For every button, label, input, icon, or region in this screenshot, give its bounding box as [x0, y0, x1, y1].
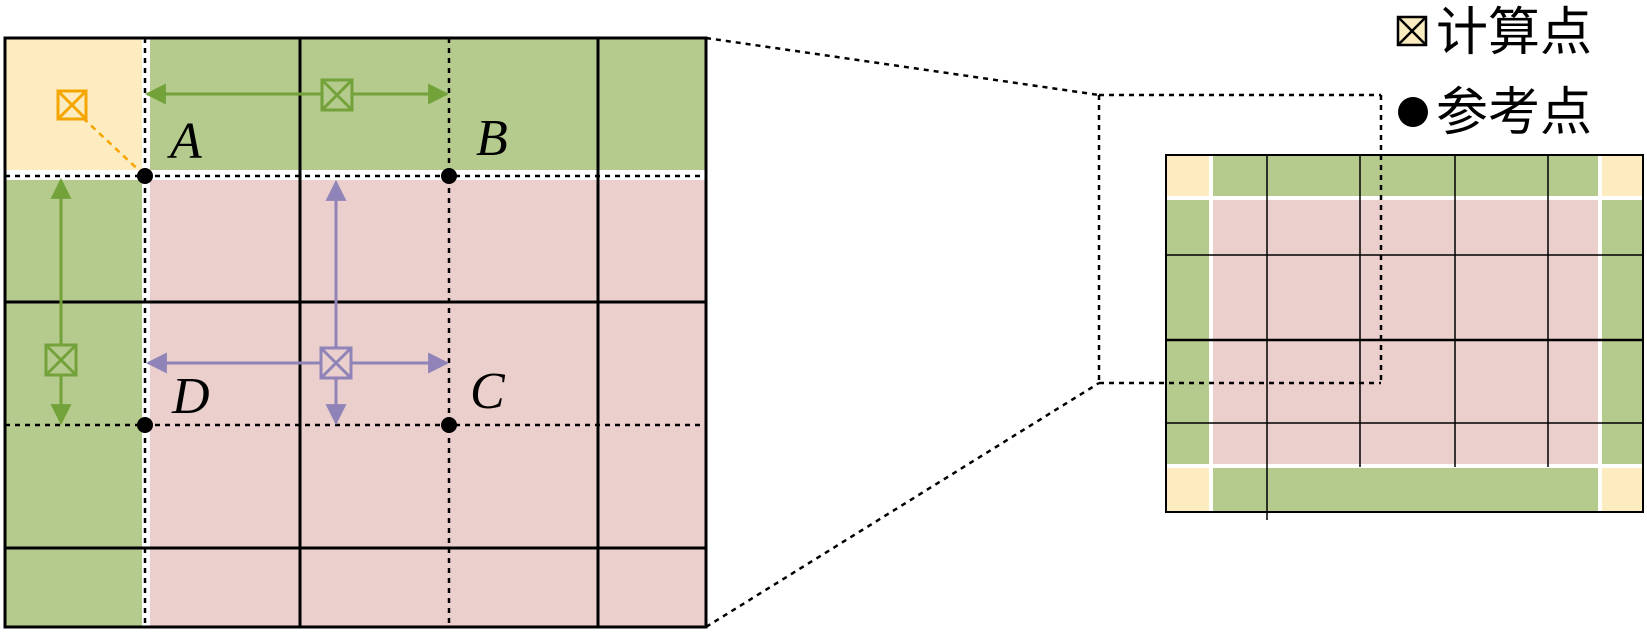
legend-label-computation-point: 计算点	[1436, 3, 1592, 63]
corner-link-dashed	[82, 117, 146, 177]
crossed-square-icon	[1396, 15, 1428, 47]
label-c: C	[470, 363, 506, 420]
filled-circle-icon	[1398, 97, 1428, 127]
zoomed-grid: A B D C	[3, 36, 708, 629]
overview-bottom-edge	[1210, 467, 1601, 512]
overview-corner-br	[1601, 467, 1643, 512]
overview-corner-tl	[1166, 155, 1210, 197]
overview-grid	[1097, 93, 1644, 520]
interior-cells	[150, 180, 706, 627]
overview-separators	[1166, 155, 1643, 512]
left-edge-computation-point	[44, 343, 78, 377]
left-edge-cells	[5, 180, 142, 627]
interior-arrows	[145, 179, 450, 426]
overview-corner-bl	[1166, 467, 1210, 512]
mesh-lines	[3, 36, 708, 629]
interior-computation-point	[319, 346, 353, 380]
overview-mesh-lines	[1165, 154, 1644, 520]
reference-dashed-lines	[5, 38, 706, 627]
overview-left-edge	[1166, 197, 1210, 467]
legend: 计算点 参考点	[1396, 3, 1592, 143]
overview-interior	[1212, 199, 1599, 465]
corner-computation-point	[56, 89, 88, 121]
reference-point-b	[441, 168, 457, 184]
top-edge-computation-point	[320, 78, 354, 112]
legend-label-reference-point: 参考点	[1436, 83, 1592, 143]
overview-top-edge	[1210, 155, 1601, 197]
label-b: B	[476, 110, 508, 167]
label-a: A	[167, 113, 202, 170]
overview-right-edge	[1601, 197, 1643, 467]
zoom-region-indicator	[1097, 93, 1383, 385]
reference-point-c	[441, 417, 457, 433]
zoom-connector-lines	[705, 36, 1100, 629]
reference-point-a	[137, 168, 153, 184]
reference-point-d	[137, 417, 153, 433]
top-edge-cells	[150, 38, 706, 170]
overview-corner-tr	[1601, 155, 1643, 197]
label-d: D	[171, 368, 210, 425]
